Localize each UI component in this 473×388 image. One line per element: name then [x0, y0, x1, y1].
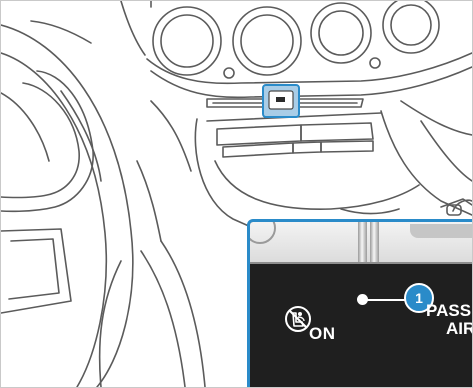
airbag-status-label: ON: [309, 324, 336, 344]
passenger-airbag-off-icon: [284, 305, 312, 333]
steering-wheel-inner: [1, 53, 106, 387]
steering-wheel-outer: [1, 25, 133, 387]
vent-center-right: [311, 3, 371, 63]
passenger-label-line-2: AIR: [426, 320, 473, 338]
panel-seam: [358, 222, 367, 262]
callout-inset: ON 1 PASS AIR: [247, 219, 473, 388]
console-button-left: [217, 125, 301, 145]
panel-seam: [370, 222, 379, 262]
passenger-label-line-1: PASS: [426, 301, 471, 320]
panel-curve: [247, 219, 276, 244]
vent-center-left: [233, 7, 301, 75]
vent-left: [153, 7, 221, 75]
console-panel-top: [250, 222, 473, 264]
airbag-indicator-lamp: [276, 97, 285, 102]
dashboard-edge: [121, 1, 145, 55]
callout-leader-line: [366, 299, 408, 301]
passenger-airbag-label: PASS AIR: [426, 302, 473, 338]
console-button-right: [301, 123, 373, 141]
panel-recess: [410, 224, 473, 238]
